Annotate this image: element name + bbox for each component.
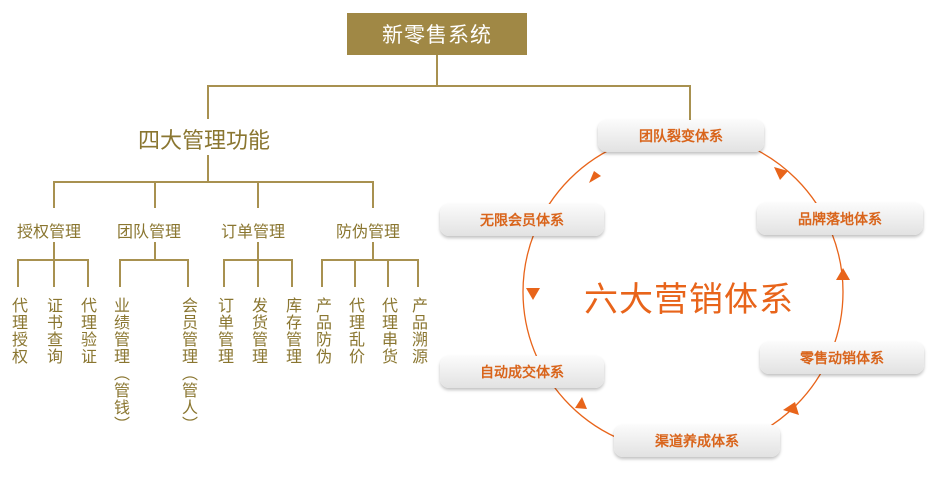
g2-d2 <box>187 259 189 287</box>
group-order: 订单管理 <box>221 222 286 241</box>
leaf-inventory-management: 库存管理 <box>283 297 302 365</box>
leaf-member-management: 会员管理（管人） <box>179 297 198 433</box>
group-drop-2 <box>154 181 156 208</box>
system-auto-conversion: 自动成交体系 <box>440 356 604 388</box>
right-branch-drop <box>689 85 691 123</box>
group-anticounterfeit: 防伪管理 <box>336 222 401 241</box>
g4-d2 <box>354 259 356 287</box>
marketing-title: 六大营销体系 <box>584 280 794 320</box>
system-channel-cultivation: 渠道养成体系 <box>614 425 780 457</box>
left-branch-drop <box>207 85 209 119</box>
leaf-shipping-management: 发货管理 <box>249 297 268 365</box>
leaf-agent-authorization: 代理授权 <box>9 297 28 365</box>
group-drop-4 <box>372 181 374 208</box>
g1-d3 <box>87 259 89 287</box>
g4-d3 <box>387 259 389 287</box>
leaf-certificate-query: 证书查询 <box>44 297 63 365</box>
root-branch-bar <box>207 85 691 87</box>
g4-d4 <box>417 259 419 287</box>
g2-stem <box>154 242 156 260</box>
g3-stem <box>257 242 259 260</box>
leaf-product-anticounterfeit: 产品防伪 <box>313 297 332 365</box>
g4-bar <box>321 259 419 261</box>
group-authorization: 授权管理 <box>17 222 82 241</box>
system-unlimited-member: 无限会员体系 <box>440 204 604 236</box>
g4-stem <box>372 242 374 260</box>
g3-d2 <box>257 259 259 287</box>
g3-d3 <box>291 259 293 287</box>
cycle-arrow-5 <box>836 268 850 280</box>
leaf-agent-cross-selling: 代理串货 <box>379 297 398 365</box>
group-team: 团队管理 <box>117 222 182 241</box>
g2-bar <box>119 259 189 261</box>
g1-stem <box>53 242 55 260</box>
g2-d1 <box>119 259 121 287</box>
cycle-arrow-4 <box>783 402 799 415</box>
system-brand-landing: 品牌落地体系 <box>757 203 923 235</box>
root-node: 新零售系统 <box>347 13 527 55</box>
functions-stem <box>207 155 209 182</box>
g3-d1 <box>223 259 225 287</box>
group-drop-3 <box>257 181 259 208</box>
system-retail-sales: 零售动销体系 <box>760 342 924 374</box>
cycle-arrow-1 <box>589 171 601 183</box>
g1-d1 <box>17 259 19 287</box>
g4-d1 <box>321 259 323 287</box>
leaf-product-traceability: 产品溯源 <box>409 297 428 365</box>
cycle-arrow-2 <box>526 288 540 300</box>
functions-bar <box>53 181 374 183</box>
system-team-fission: 团队裂变体系 <box>598 120 764 152</box>
cycle-arrow-3 <box>575 397 587 409</box>
g1-d2 <box>53 259 55 287</box>
leaf-agent-price-chaos: 代理乱价 <box>346 297 365 365</box>
group-drop-1 <box>53 181 55 208</box>
leaf-agent-verification: 代理验证 <box>78 297 97 365</box>
functions-title: 四大管理功能 <box>138 129 271 154</box>
leaf-performance-management: 业绩管理（管钱） <box>111 297 130 433</box>
root-stem <box>436 55 438 86</box>
cycle-arrow-6 <box>774 167 788 180</box>
leaf-order-management: 订单管理 <box>215 297 234 365</box>
